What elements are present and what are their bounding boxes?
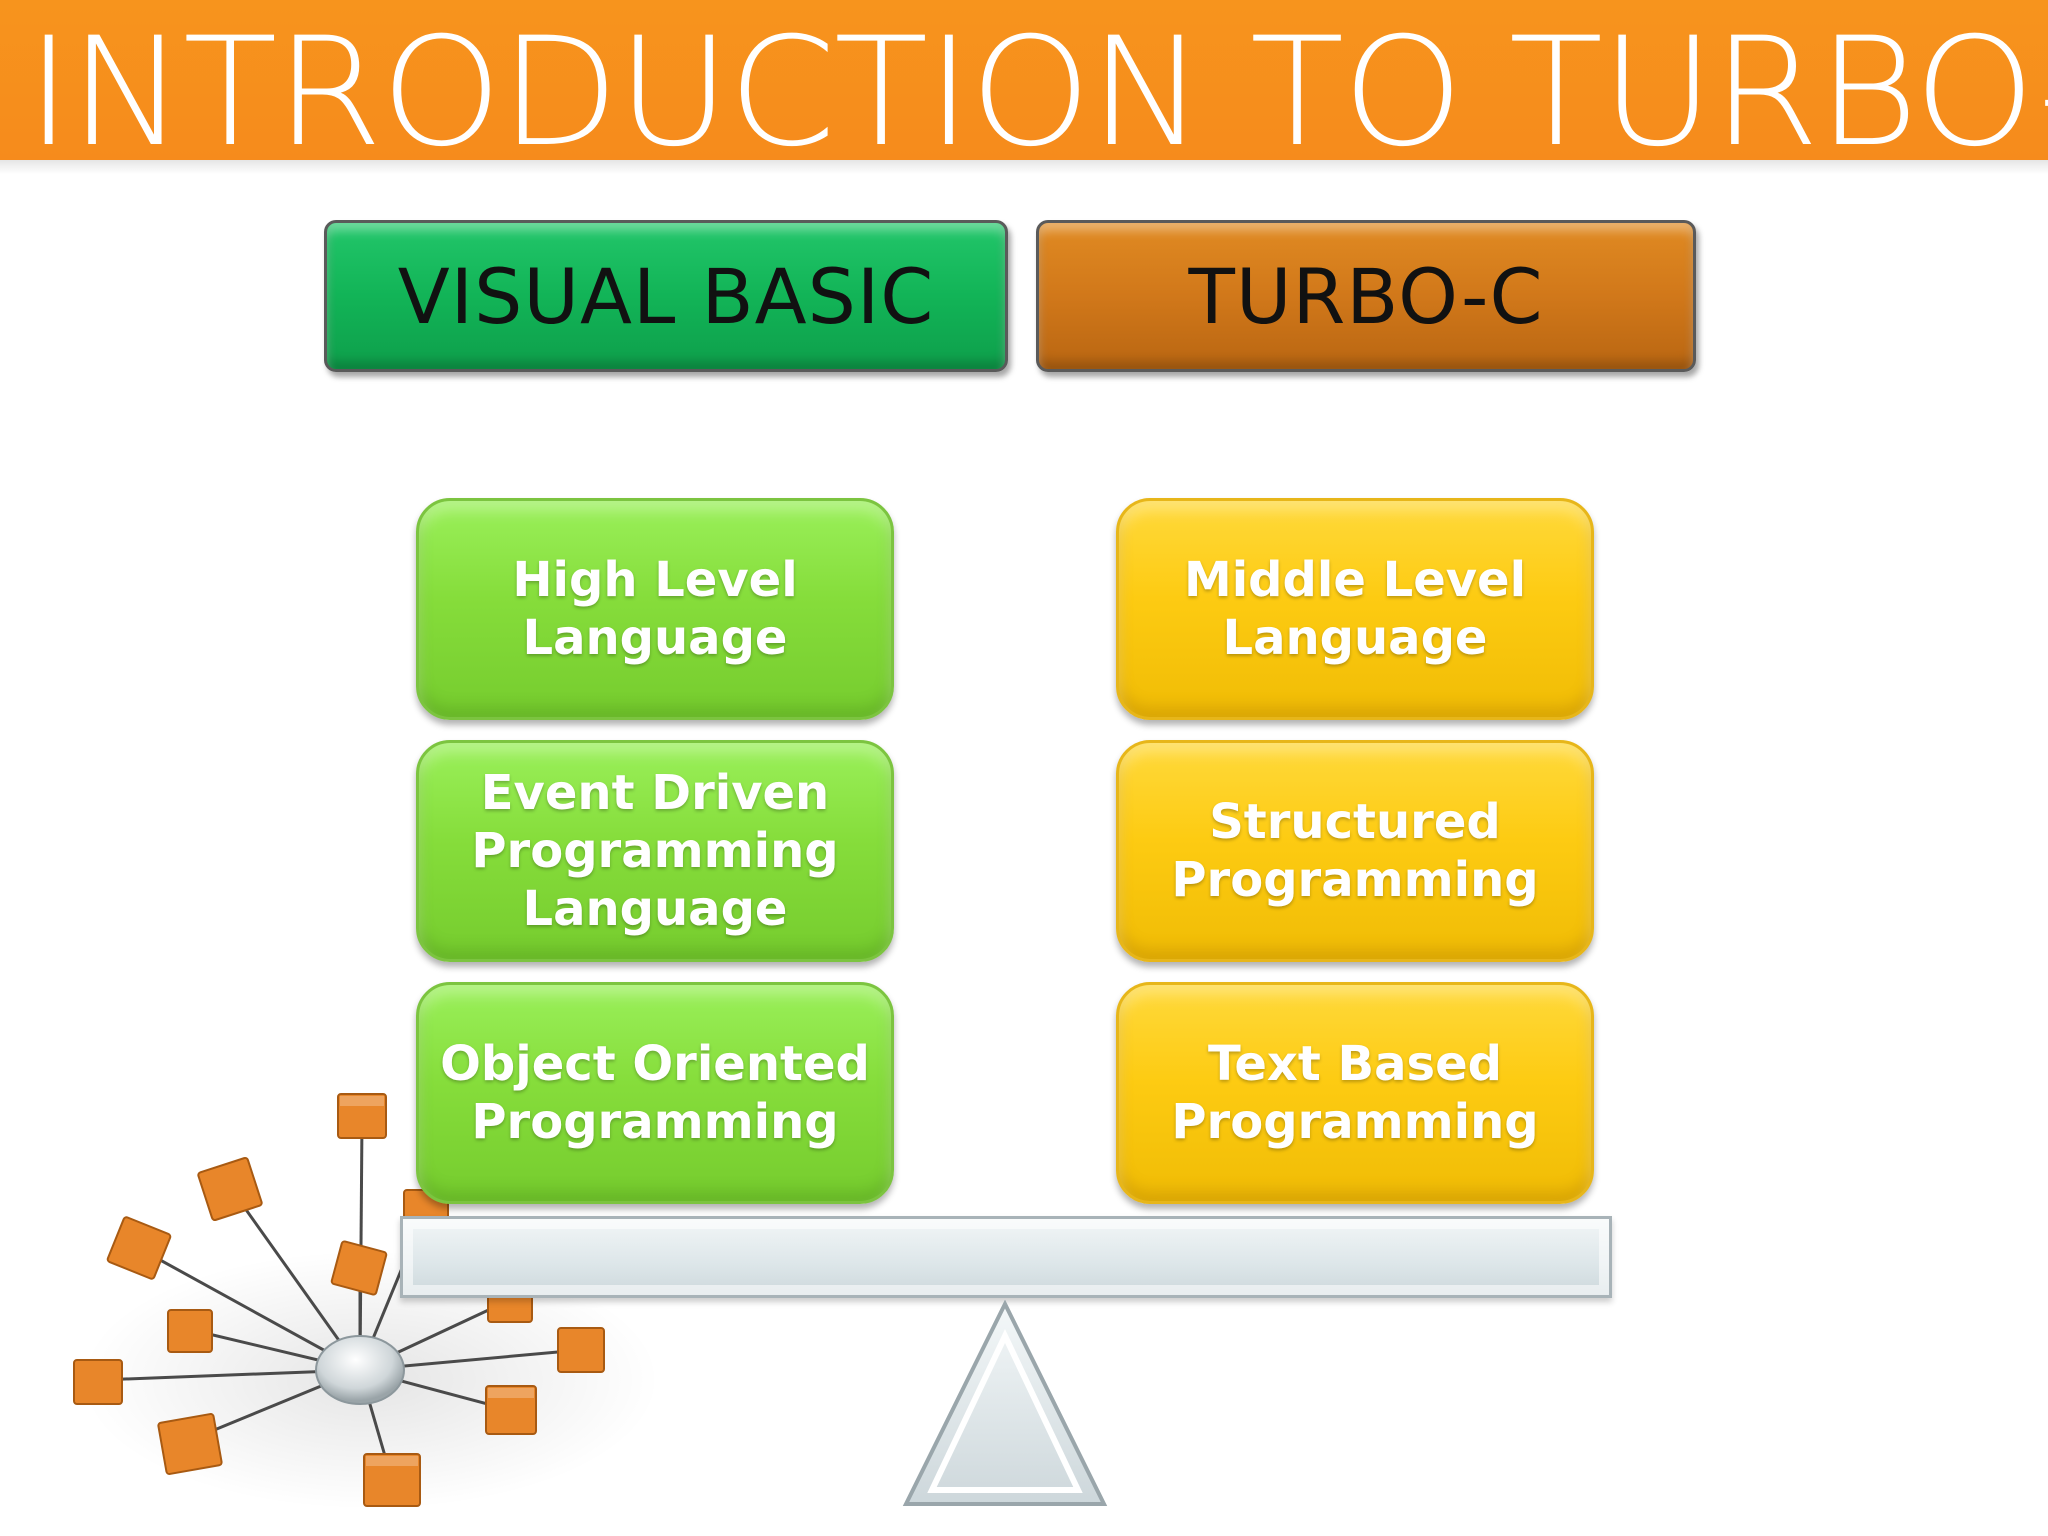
tc-card-text-based: Text Based Programming	[1116, 982, 1594, 1204]
seesaw-beam	[400, 1216, 1612, 1298]
vb-card-event-driven: Event Driven Programming Language	[416, 740, 894, 962]
vb-card-high-level: High Level Language	[416, 498, 894, 720]
vb-card-object-oriented: Object Oriented Programming	[416, 982, 894, 1204]
title-band: INTRODUCTION TO TURBO-C	[0, 0, 2048, 168]
turbo-c-header: TURBO-C	[1036, 220, 1696, 372]
slide-title: INTRODUCTION TO TURBO-C	[26, 18, 2048, 168]
tc-card-middle-level: Middle Level Language	[1116, 498, 1594, 720]
visual-basic-header: VISUAL BASIC	[324, 220, 1008, 372]
title-band-shadow	[0, 160, 2048, 174]
cube-network-icon	[73, 1093, 660, 1510]
tc-card-structured: Structured Programming	[1116, 740, 1594, 962]
triangle-fulcrum-icon	[902, 1300, 1108, 1506]
